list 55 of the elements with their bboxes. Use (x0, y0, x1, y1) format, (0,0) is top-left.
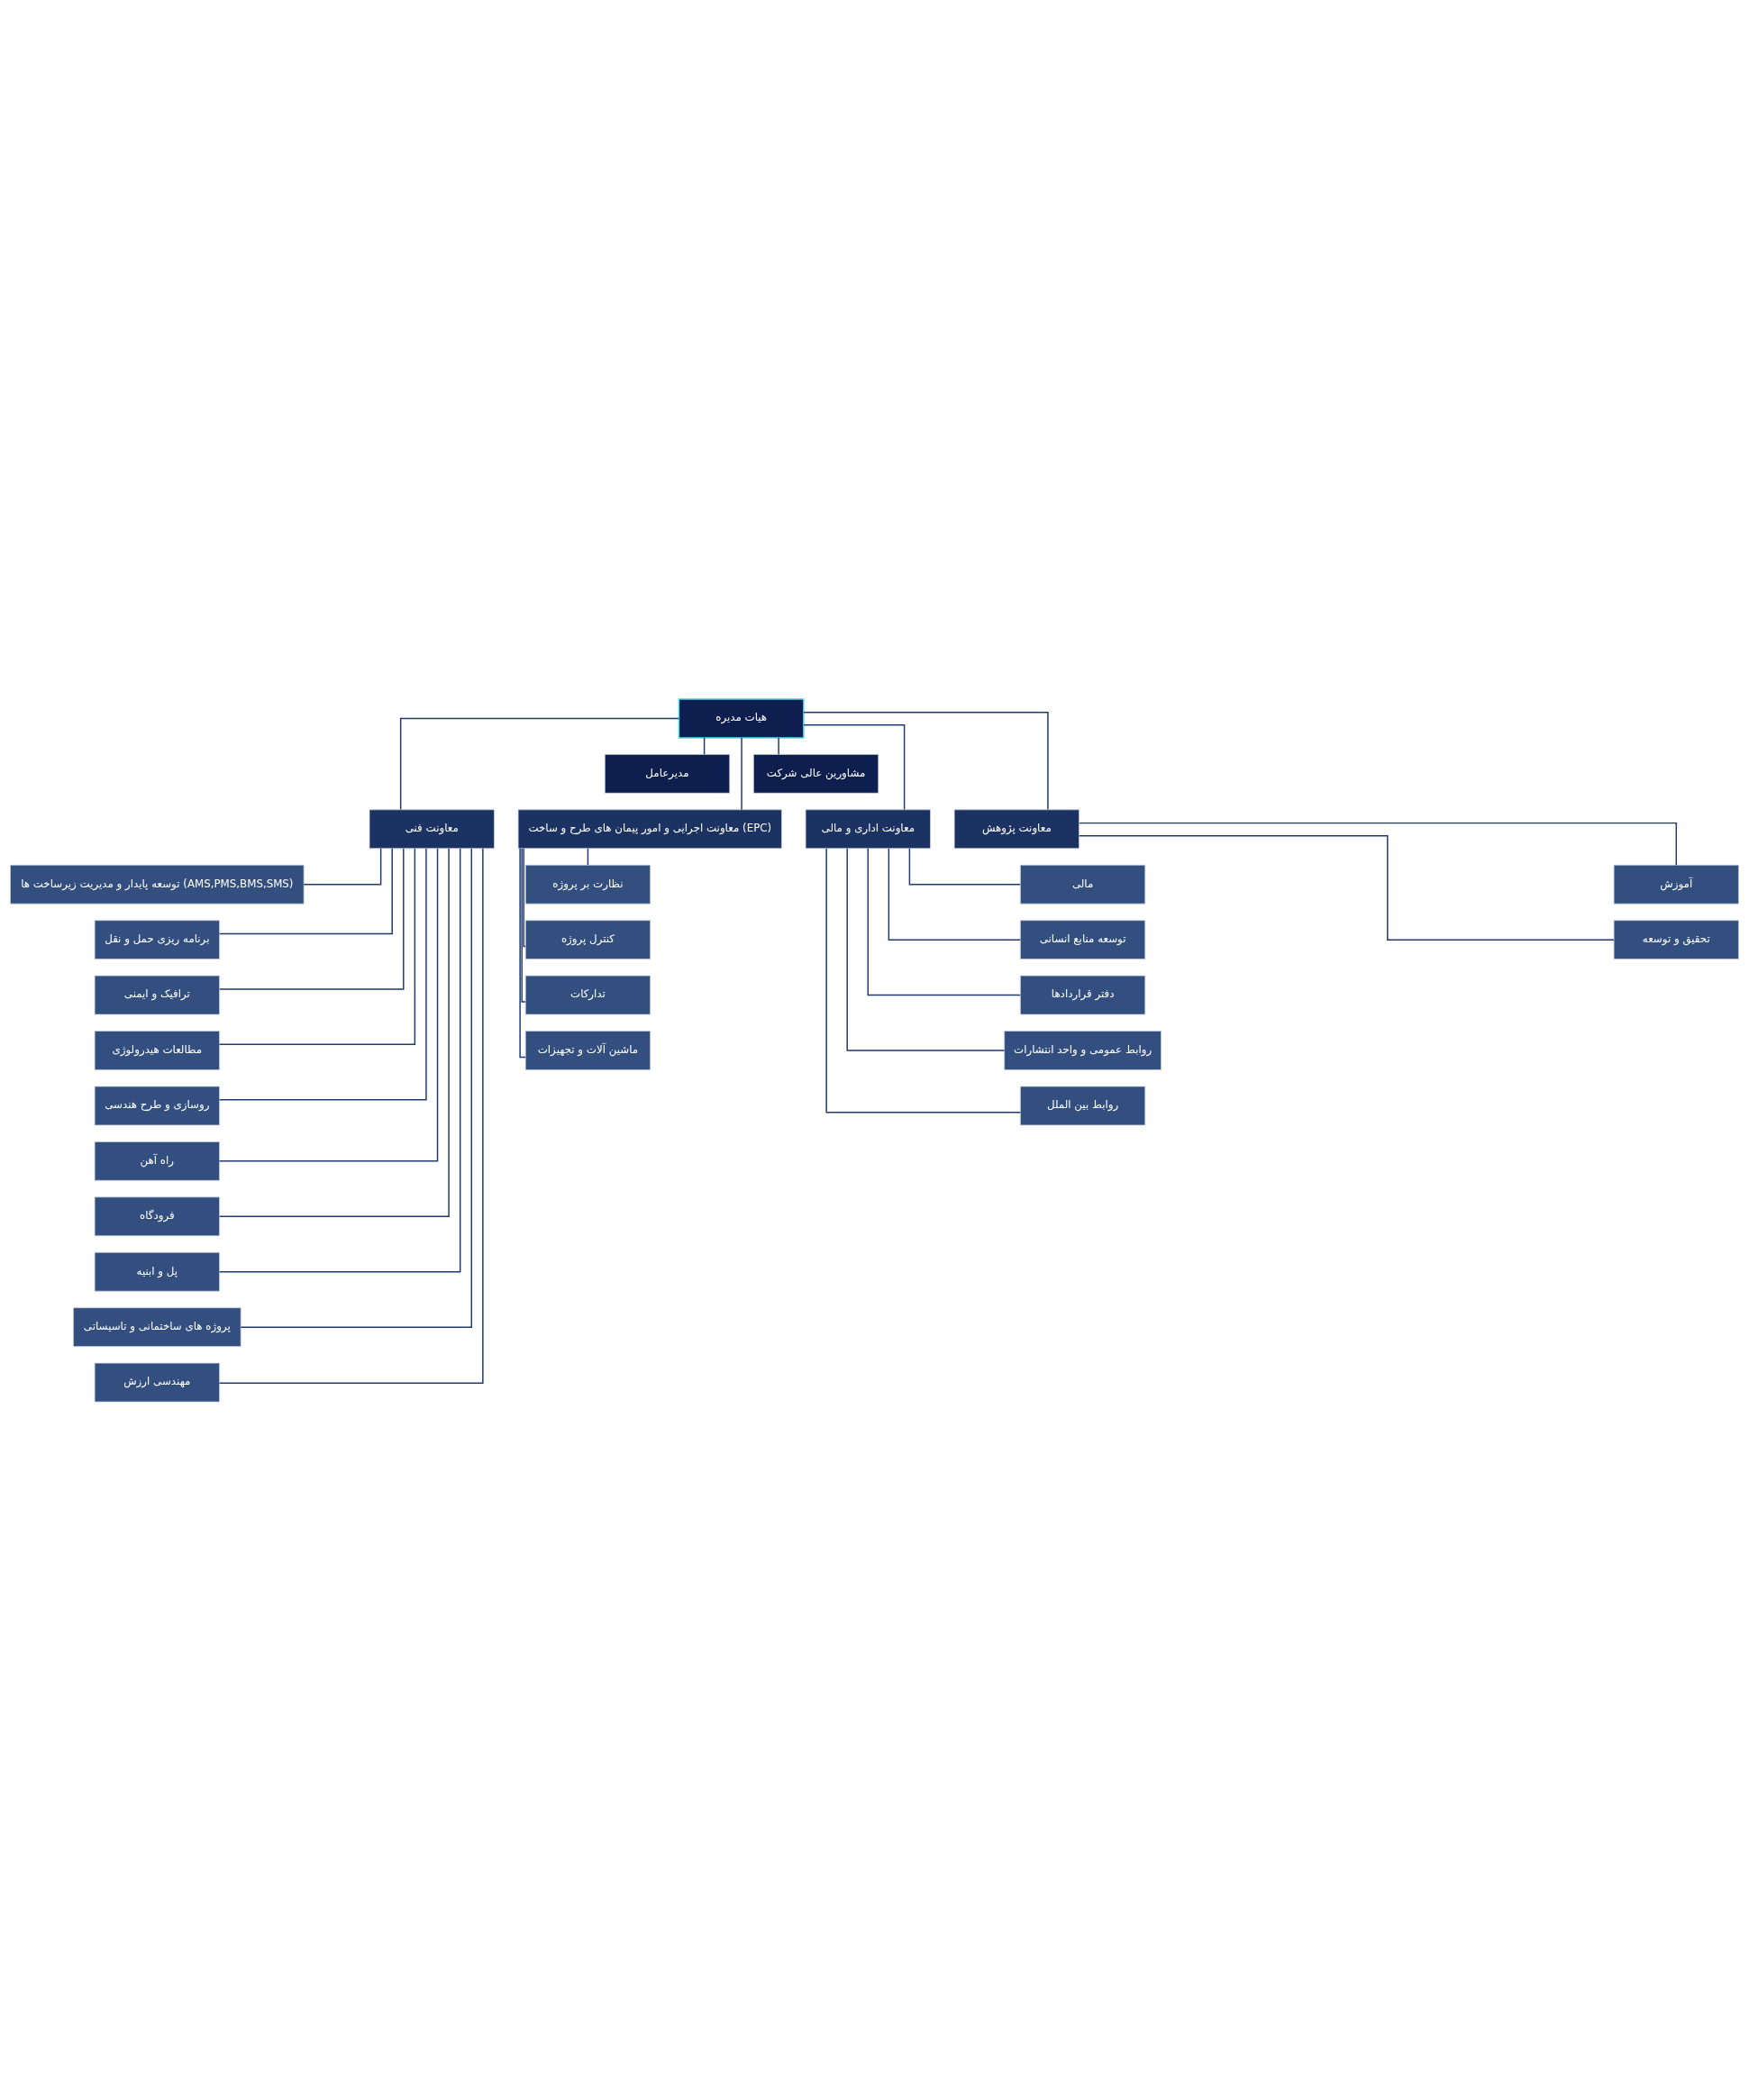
connector (218, 847, 427, 1100)
connector (218, 847, 439, 1162)
node-box: مطالعات هیدرولوژی (94, 1030, 220, 1070)
connector (399, 717, 680, 810)
connector (587, 847, 589, 866)
node-box: ماشین آلات و تجهیزات (524, 1030, 651, 1070)
connector (218, 847, 484, 1384)
connector (846, 847, 1006, 1051)
connector (703, 736, 706, 755)
connector (218, 847, 405, 990)
node-box: روابط بین الملل (1020, 1086, 1146, 1125)
connector (908, 847, 1021, 885)
node-box: ترافیک و ایمنی (94, 975, 220, 1014)
node-box: معاونت پژوهش (953, 808, 1079, 849)
node-box: هیات مدیره (678, 697, 805, 739)
node-box: روابط عمومی و واحد انتشارات (1004, 1030, 1161, 1070)
node-box: مالی (1020, 864, 1146, 905)
connector (1078, 834, 1615, 941)
connector (218, 847, 450, 1217)
node-box: مهندسی ارزش (94, 1362, 220, 1402)
connector (303, 847, 382, 885)
node-box: معاونت اداری و مالی (805, 808, 931, 849)
connector (803, 711, 1049, 810)
connector (218, 847, 416, 1045)
connector (1079, 822, 1678, 866)
node-box: راه آهن (94, 1141, 220, 1181)
connector (218, 847, 461, 1272)
connector (240, 847, 473, 1328)
node-box: پل و ابنیه (94, 1251, 220, 1292)
connector (778, 736, 779, 755)
node-box: آموزش (1613, 864, 1739, 905)
connector (218, 847, 393, 934)
node-box: مشاورین عالی شرکت (753, 753, 879, 794)
connector (519, 847, 526, 1058)
connector (867, 847, 1022, 995)
connector (521, 847, 526, 1003)
node-box: مدیرعامل (604, 753, 731, 794)
node-box: تحقیق و توسعه (1613, 919, 1739, 959)
connector (825, 847, 1022, 1114)
node-box: روسازی و طرح هندسی (94, 1086, 220, 1125)
node-box: معاونت اجرایی و امور پیمان های طرح و ساخت (EPC) (517, 808, 782, 849)
node-box: پروژه های ساختمانی و تاسیساتی (73, 1306, 241, 1347)
node-box: نظارت بر پروژه (524, 864, 651, 905)
node-box: برنامه ریزی حمل و نقل (94, 919, 220, 959)
connector (888, 847, 1022, 941)
node-box: فرودگاه (94, 1195, 220, 1236)
node-box: دفتر قراردادها (1020, 975, 1146, 1014)
connector (523, 847, 526, 947)
connector (803, 723, 906, 810)
node-box: توسعه منابع انسانی (1020, 919, 1146, 959)
connector (741, 736, 742, 811)
node-box: معاونت فنی (369, 808, 495, 849)
node-box: توسعه پایدار و مدیریت زیرساخت ها (AMS,PMS,BMS,SMS) (10, 864, 305, 905)
node-box: کنترل پروژه (524, 919, 651, 959)
node-box: تدارکات (524, 975, 651, 1014)
